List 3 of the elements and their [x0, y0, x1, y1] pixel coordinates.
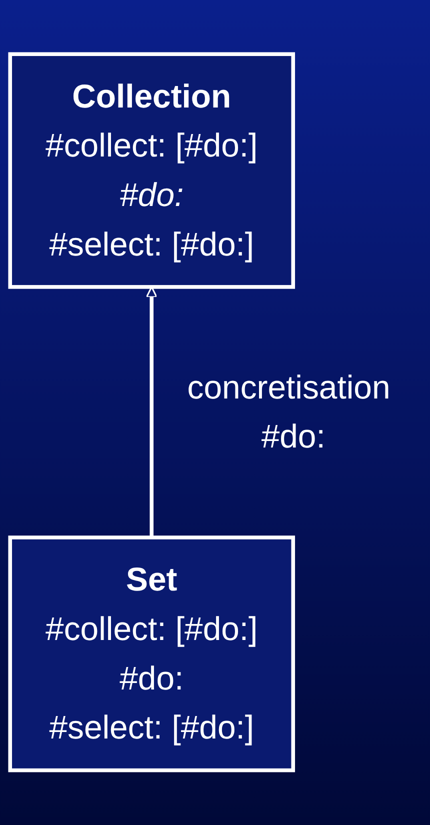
- class-box: Set #collect: [#do:] #do: #select: [#do:]: [8, 536, 296, 772]
- class-box: Collection #collect: [#do:] #do: #select: [#do:]: [8, 52, 296, 290]
- edge-label: concretisation #do:: [186, 367, 392, 458]
